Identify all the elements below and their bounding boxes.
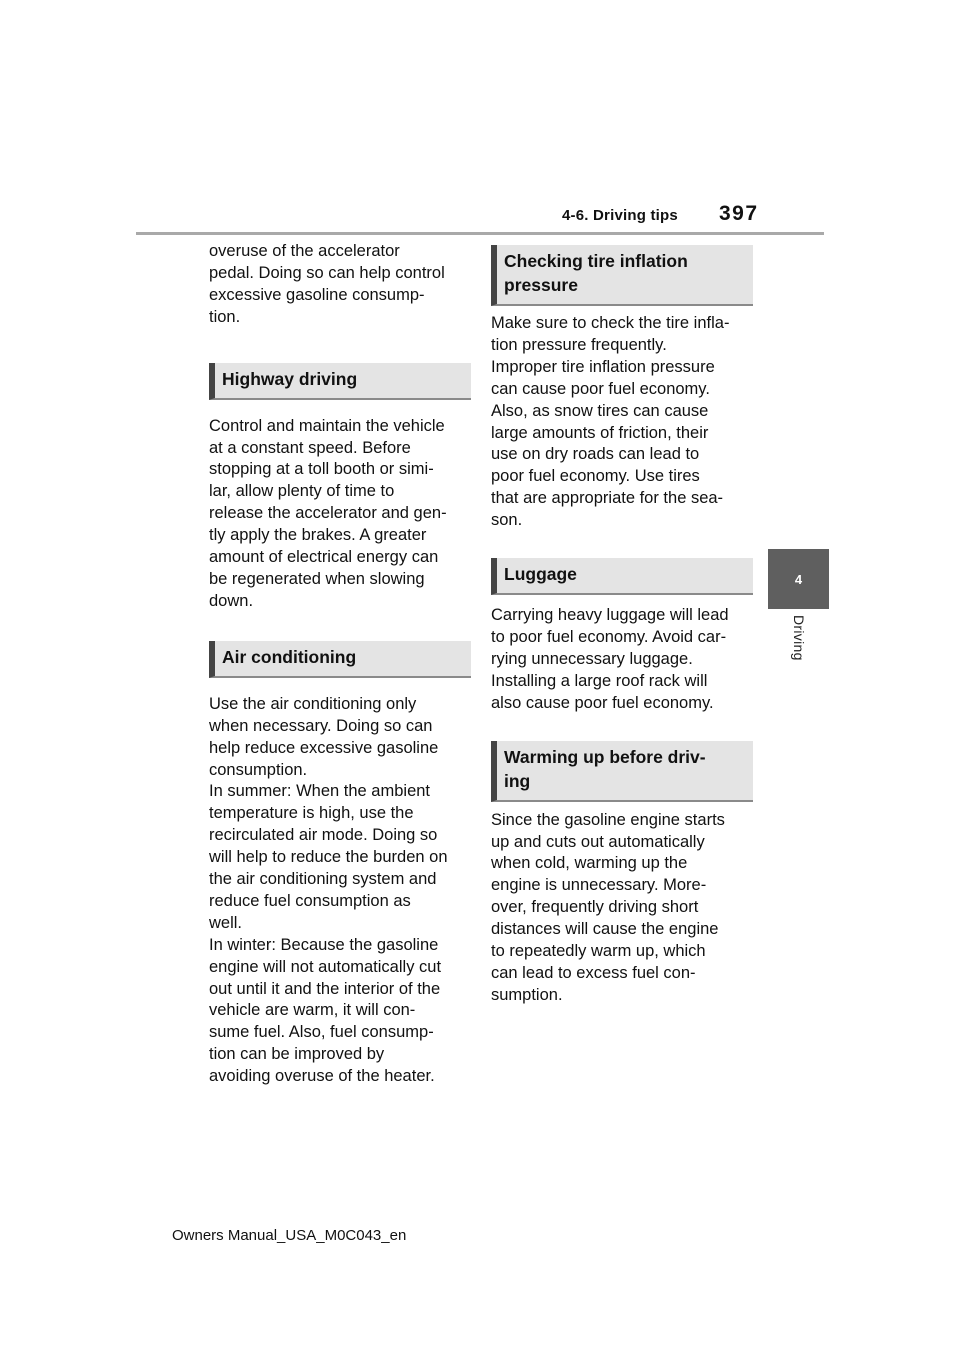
heading-luggage: Luggage [491, 558, 753, 596]
page-number: 397 [719, 202, 759, 225]
footer-manual-id: Owners Manual_USA_M0C043_en [172, 1227, 407, 1244]
chapter-number: 4 [794, 571, 803, 587]
warming-up-paragraph: Since the gasoline engine starts up and … [491, 810, 725, 1004]
section-title: 4-6. Driving tips [562, 207, 678, 224]
heading-tire-inflation: Checking tire inflation pressure [491, 245, 753, 306]
heading-highway-driving: Highway driving [209, 362, 471, 400]
tire-paragraph: Make sure to check the tire infla- tion … [491, 314, 730, 530]
heading-air-conditioning: Air conditioning [209, 640, 471, 678]
chapter-tab: 4 [768, 549, 829, 609]
right-column: Checking tire inflation pressure Make su… [491, 245, 753, 1007]
heading-warming-up: Warming up before driv- ing [491, 740, 753, 802]
air-conditioning-paragraph: Use the air conditioning only when neces… [209, 694, 448, 1086]
highway-paragraph: Control and maintain the vehicle at a co… [209, 416, 447, 610]
left-column: overuse of the accelerator pedal. Doing … [209, 241, 471, 1088]
intro-paragraph: overuse of the accelerator pedal. Doing … [209, 242, 445, 326]
chapter-label: Driving [791, 615, 807, 661]
header-divider [136, 232, 824, 235]
luggage-paragraph: Carrying heavy luggage will lead to poor… [491, 606, 729, 712]
